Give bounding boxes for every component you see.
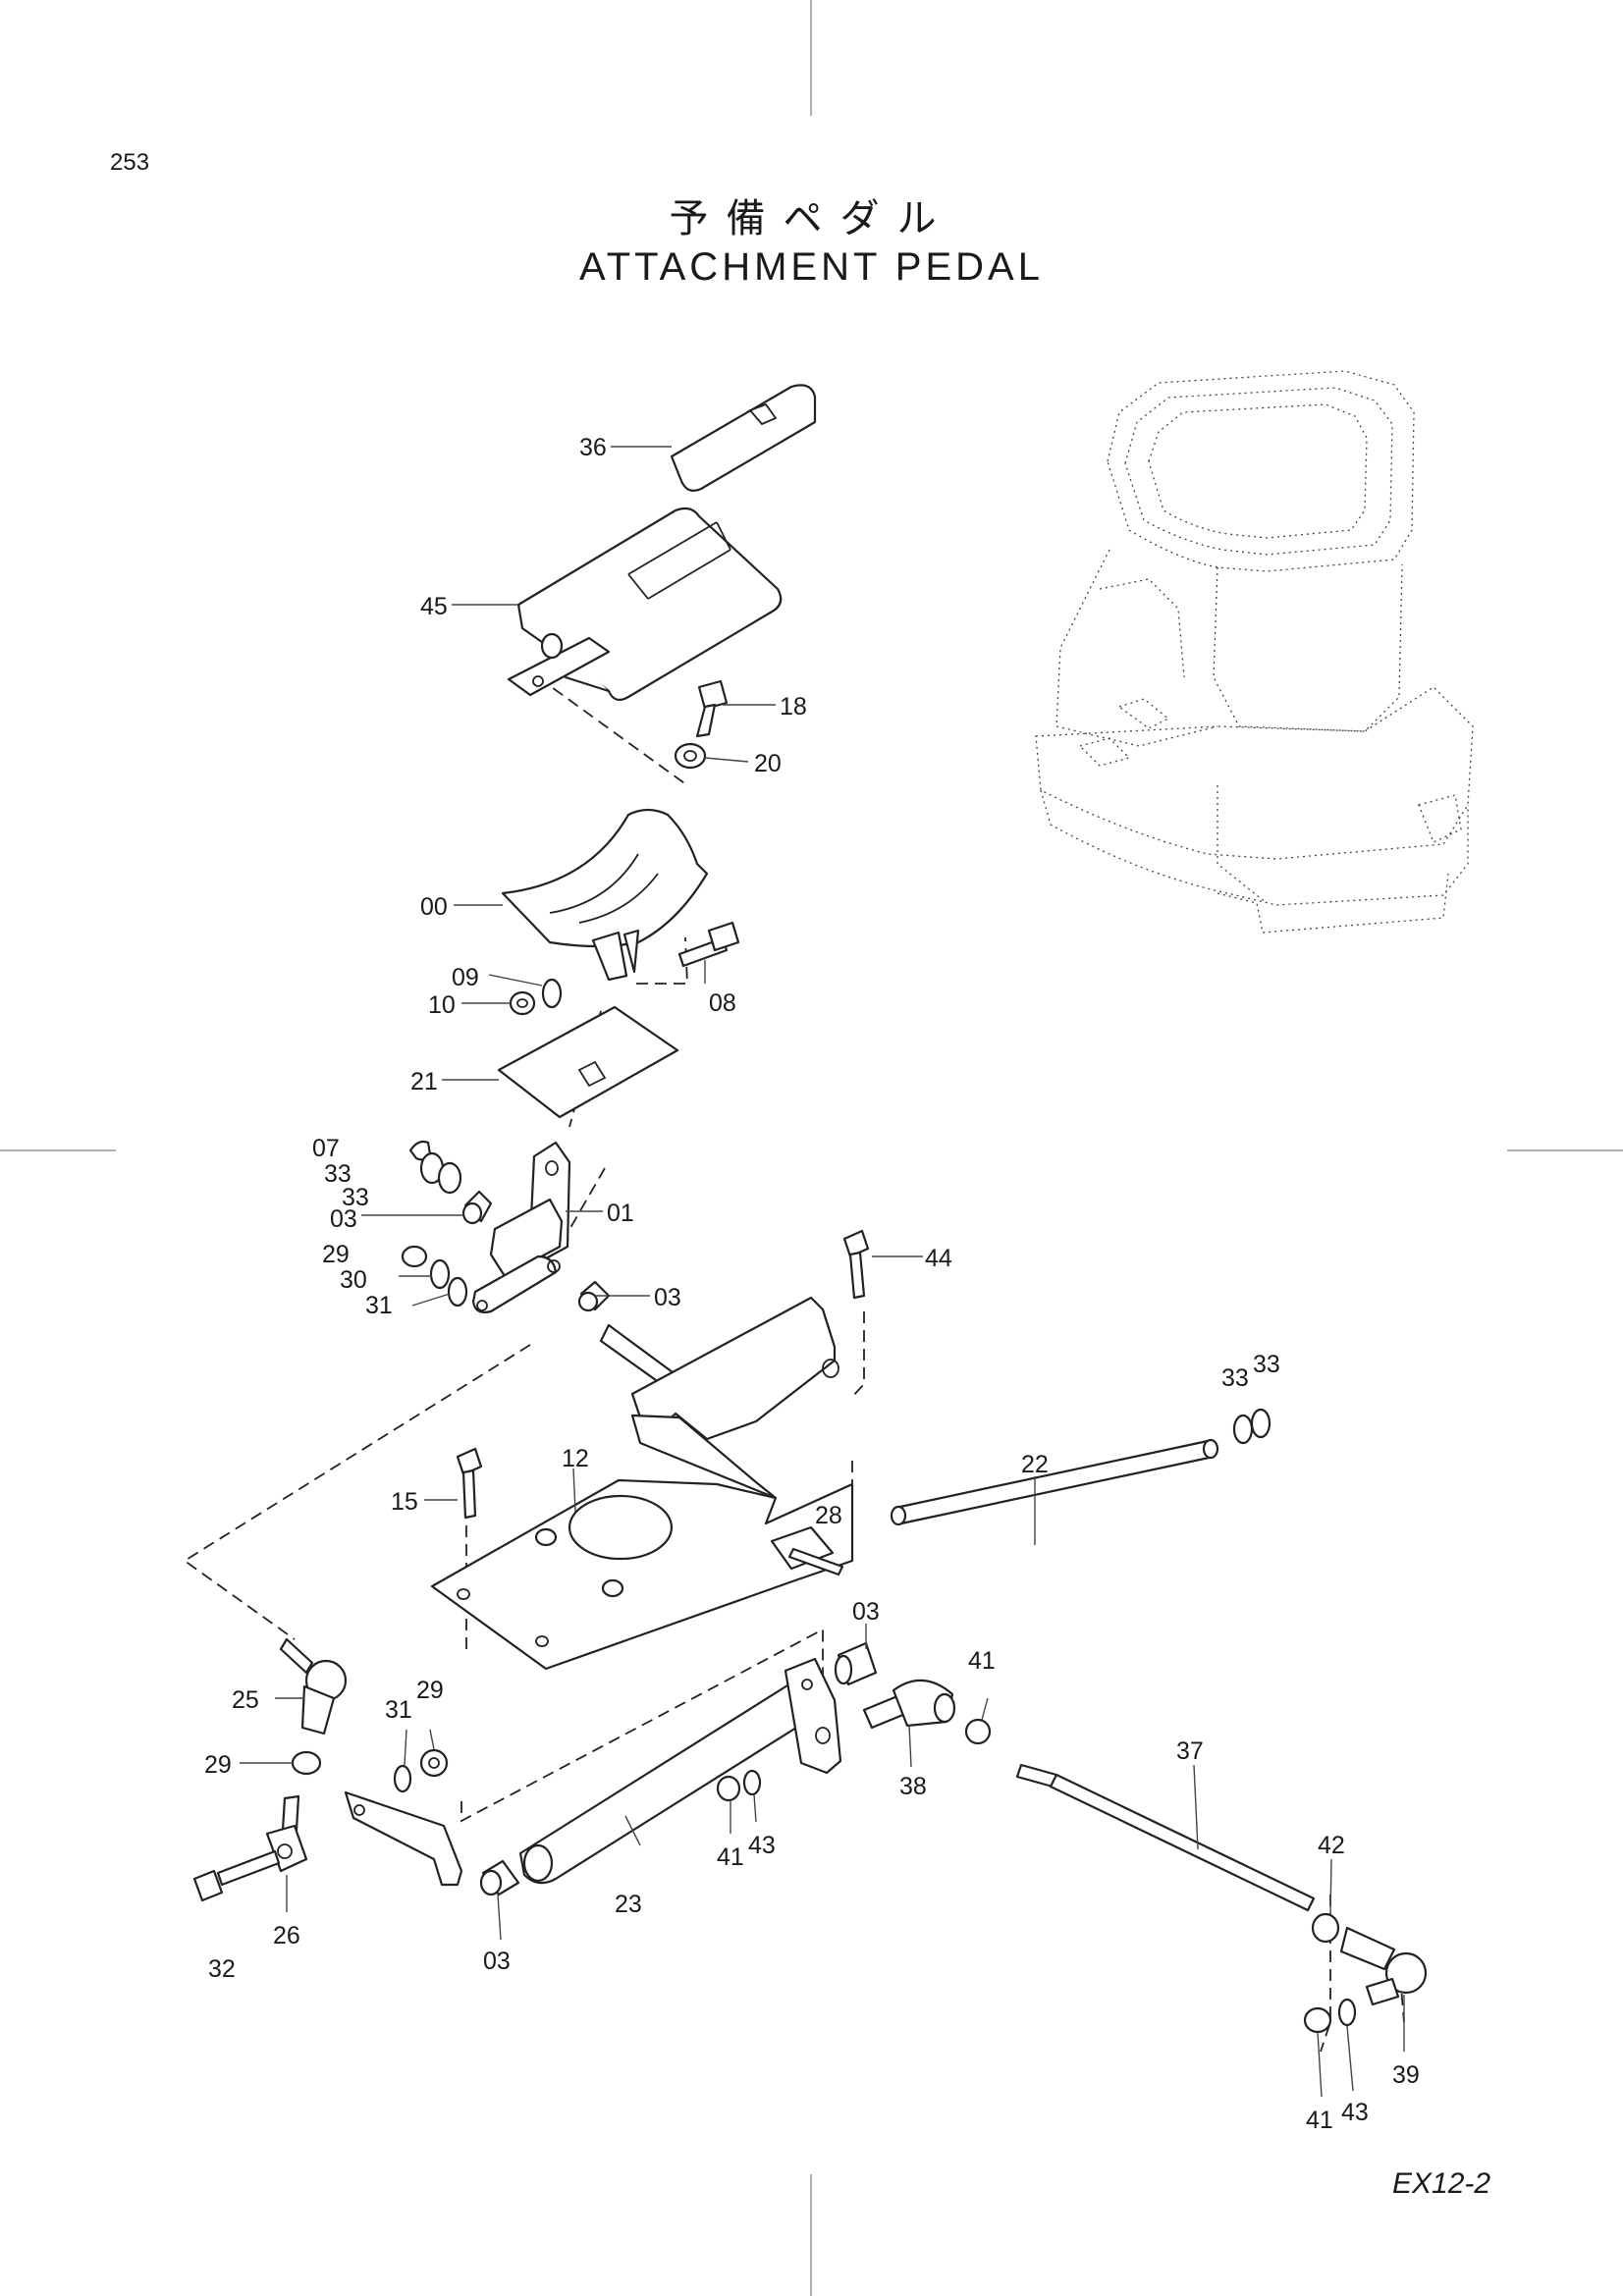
part-03-bushing-bottom: [479, 1859, 520, 1896]
part-45-pedal-cover: [507, 507, 783, 702]
part-42-nut: [1311, 1912, 1340, 1944]
callout-43-bottom: 43: [1341, 2099, 1369, 2126]
callout-25: 25: [232, 1686, 259, 1714]
callout-31-upper: 31: [365, 1292, 393, 1319]
callout-38: 38: [899, 1773, 927, 1800]
callout-03-bottom: 03: [483, 1948, 511, 1975]
callout-36: 36: [579, 434, 607, 461]
callout-32: 32: [208, 1955, 236, 1983]
callout-23: 23: [615, 1891, 642, 1918]
callout-20: 20: [754, 750, 782, 777]
callout-21: 21: [410, 1068, 438, 1095]
callout-26: 26: [273, 1922, 300, 1949]
callout-42: 42: [1318, 1832, 1345, 1859]
callout-45: 45: [420, 593, 448, 620]
part-20-nut: [674, 742, 707, 770]
callout-30: 30: [340, 1266, 367, 1294]
part-38-ball-joint: [862, 1679, 956, 1730]
callout-03-upper: 03: [330, 1205, 357, 1233]
part-29-nut-upper: [401, 1245, 428, 1268]
callout-03-middle: 03: [654, 1284, 681, 1311]
part-08-bolt: [677, 921, 740, 968]
part-30-washer: [429, 1258, 451, 1290]
part-37-threaded-rod: [1015, 1763, 1316, 1912]
callout-03-right: 03: [852, 1598, 880, 1626]
part-43-washer-middle: [742, 1769, 762, 1796]
part-41-nut-right: [964, 1718, 992, 1745]
callout-15: 15: [391, 1488, 418, 1516]
callout-37: 37: [1176, 1737, 1204, 1765]
callout-33-upper-b: 33: [342, 1184, 369, 1211]
part-21-plate: [497, 1005, 679, 1119]
callout-labels: 36 45 18 20 00 09 10 08 21 07 33 33 03 0…: [204, 434, 1420, 2134]
part-44-bolt: [842, 1229, 870, 1300]
part-22-rod: [890, 1438, 1219, 1526]
callout-12: 12: [562, 1445, 589, 1472]
leader-lines: [240, 446, 1405, 2098]
callout-43-middle: 43: [748, 1832, 776, 1859]
part-41-nut-middle: [716, 1775, 741, 1802]
callout-39: 39: [1392, 2061, 1420, 2089]
callout-29-left: 29: [204, 1751, 232, 1779]
part-12-bracket: [430, 1296, 854, 1671]
part-29-nut-left: [291, 1750, 322, 1776]
part-03-bushing-upper: [461, 1190, 493, 1225]
part-18-bolt: [695, 679, 729, 738]
drawing-code: EX12-2: [1392, 2167, 1491, 2200]
callout-33-rod-a: 33: [1221, 1364, 1249, 1392]
callout-41-bottom: 41: [1306, 2107, 1333, 2134]
callout-28: 28: [815, 1502, 842, 1529]
part-33-washers-rod-end: [1232, 1408, 1271, 1445]
callout-29-lower: 29: [416, 1677, 444, 1704]
machine-overview-illustration: [1035, 370, 1474, 934]
part-10-nut: [509, 990, 536, 1016]
part-32-bolt: [192, 1849, 281, 1902]
part-03-bushing-right: [834, 1641, 878, 1686]
callout-01: 01: [607, 1200, 634, 1227]
callout-33-rod-b: 33: [1253, 1351, 1280, 1378]
part-09-washer: [541, 978, 563, 1009]
callout-22: 22: [1021, 1451, 1049, 1478]
part-33-washers: [419, 1151, 462, 1195]
part-23-shaft: [344, 1657, 842, 1887]
part-25-ball-joint: [279, 1637, 348, 1735]
callout-08: 08: [709, 989, 736, 1017]
part-31-washer-upper: [447, 1276, 468, 1308]
callout-41-right: 41: [968, 1647, 996, 1675]
callout-41-middle: 41: [717, 1843, 744, 1871]
callout-09: 09: [452, 964, 479, 991]
callout-10: 10: [428, 991, 456, 1019]
part-28-pin: [787, 1547, 844, 1576]
part-00-pedal: [501, 808, 709, 982]
part-36-pad: [670, 384, 817, 492]
page-number: 253: [110, 149, 150, 176]
part-41-nut-bottom: [1303, 2006, 1332, 2034]
callout-07: 07: [312, 1135, 340, 1162]
part-01-lever: [471, 1141, 693, 1402]
title-english: ATTACHMENT PEDAL: [579, 245, 1044, 289]
callout-00: 00: [420, 893, 448, 921]
title-japanese: 予備ペダル: [669, 196, 954, 241]
part-39-ball-joint: [1339, 1926, 1428, 2006]
part-43-washer-bottom: [1337, 1998, 1357, 2027]
part-31-washer-lower: [393, 1764, 412, 1793]
callout-29-upper: 29: [322, 1241, 350, 1268]
part-29-nut-lower: [419, 1748, 449, 1778]
callout-44: 44: [925, 1245, 952, 1272]
callout-33-upper-a: 33: [324, 1160, 352, 1188]
callout-31-lower: 31: [385, 1696, 412, 1724]
part-15-bolt: [456, 1447, 483, 1520]
callout-18: 18: [780, 693, 807, 721]
